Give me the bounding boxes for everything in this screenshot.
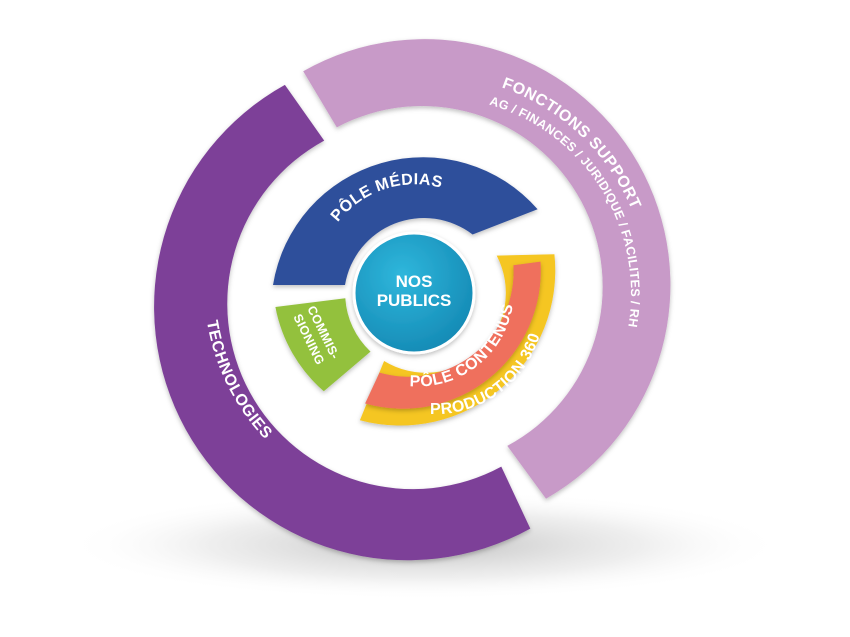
center-label-line2: PUBLICS: [377, 291, 452, 310]
center-circle: [352, 231, 476, 355]
center-label-line1: NOS: [396, 272, 433, 291]
segment-production-360: [365, 261, 541, 409]
segment-fonctions-support: [303, 39, 671, 499]
segment-pole-medias: [273, 157, 538, 285]
segment-commissioning: [275, 298, 371, 392]
segment-technologies: [154, 84, 531, 561]
